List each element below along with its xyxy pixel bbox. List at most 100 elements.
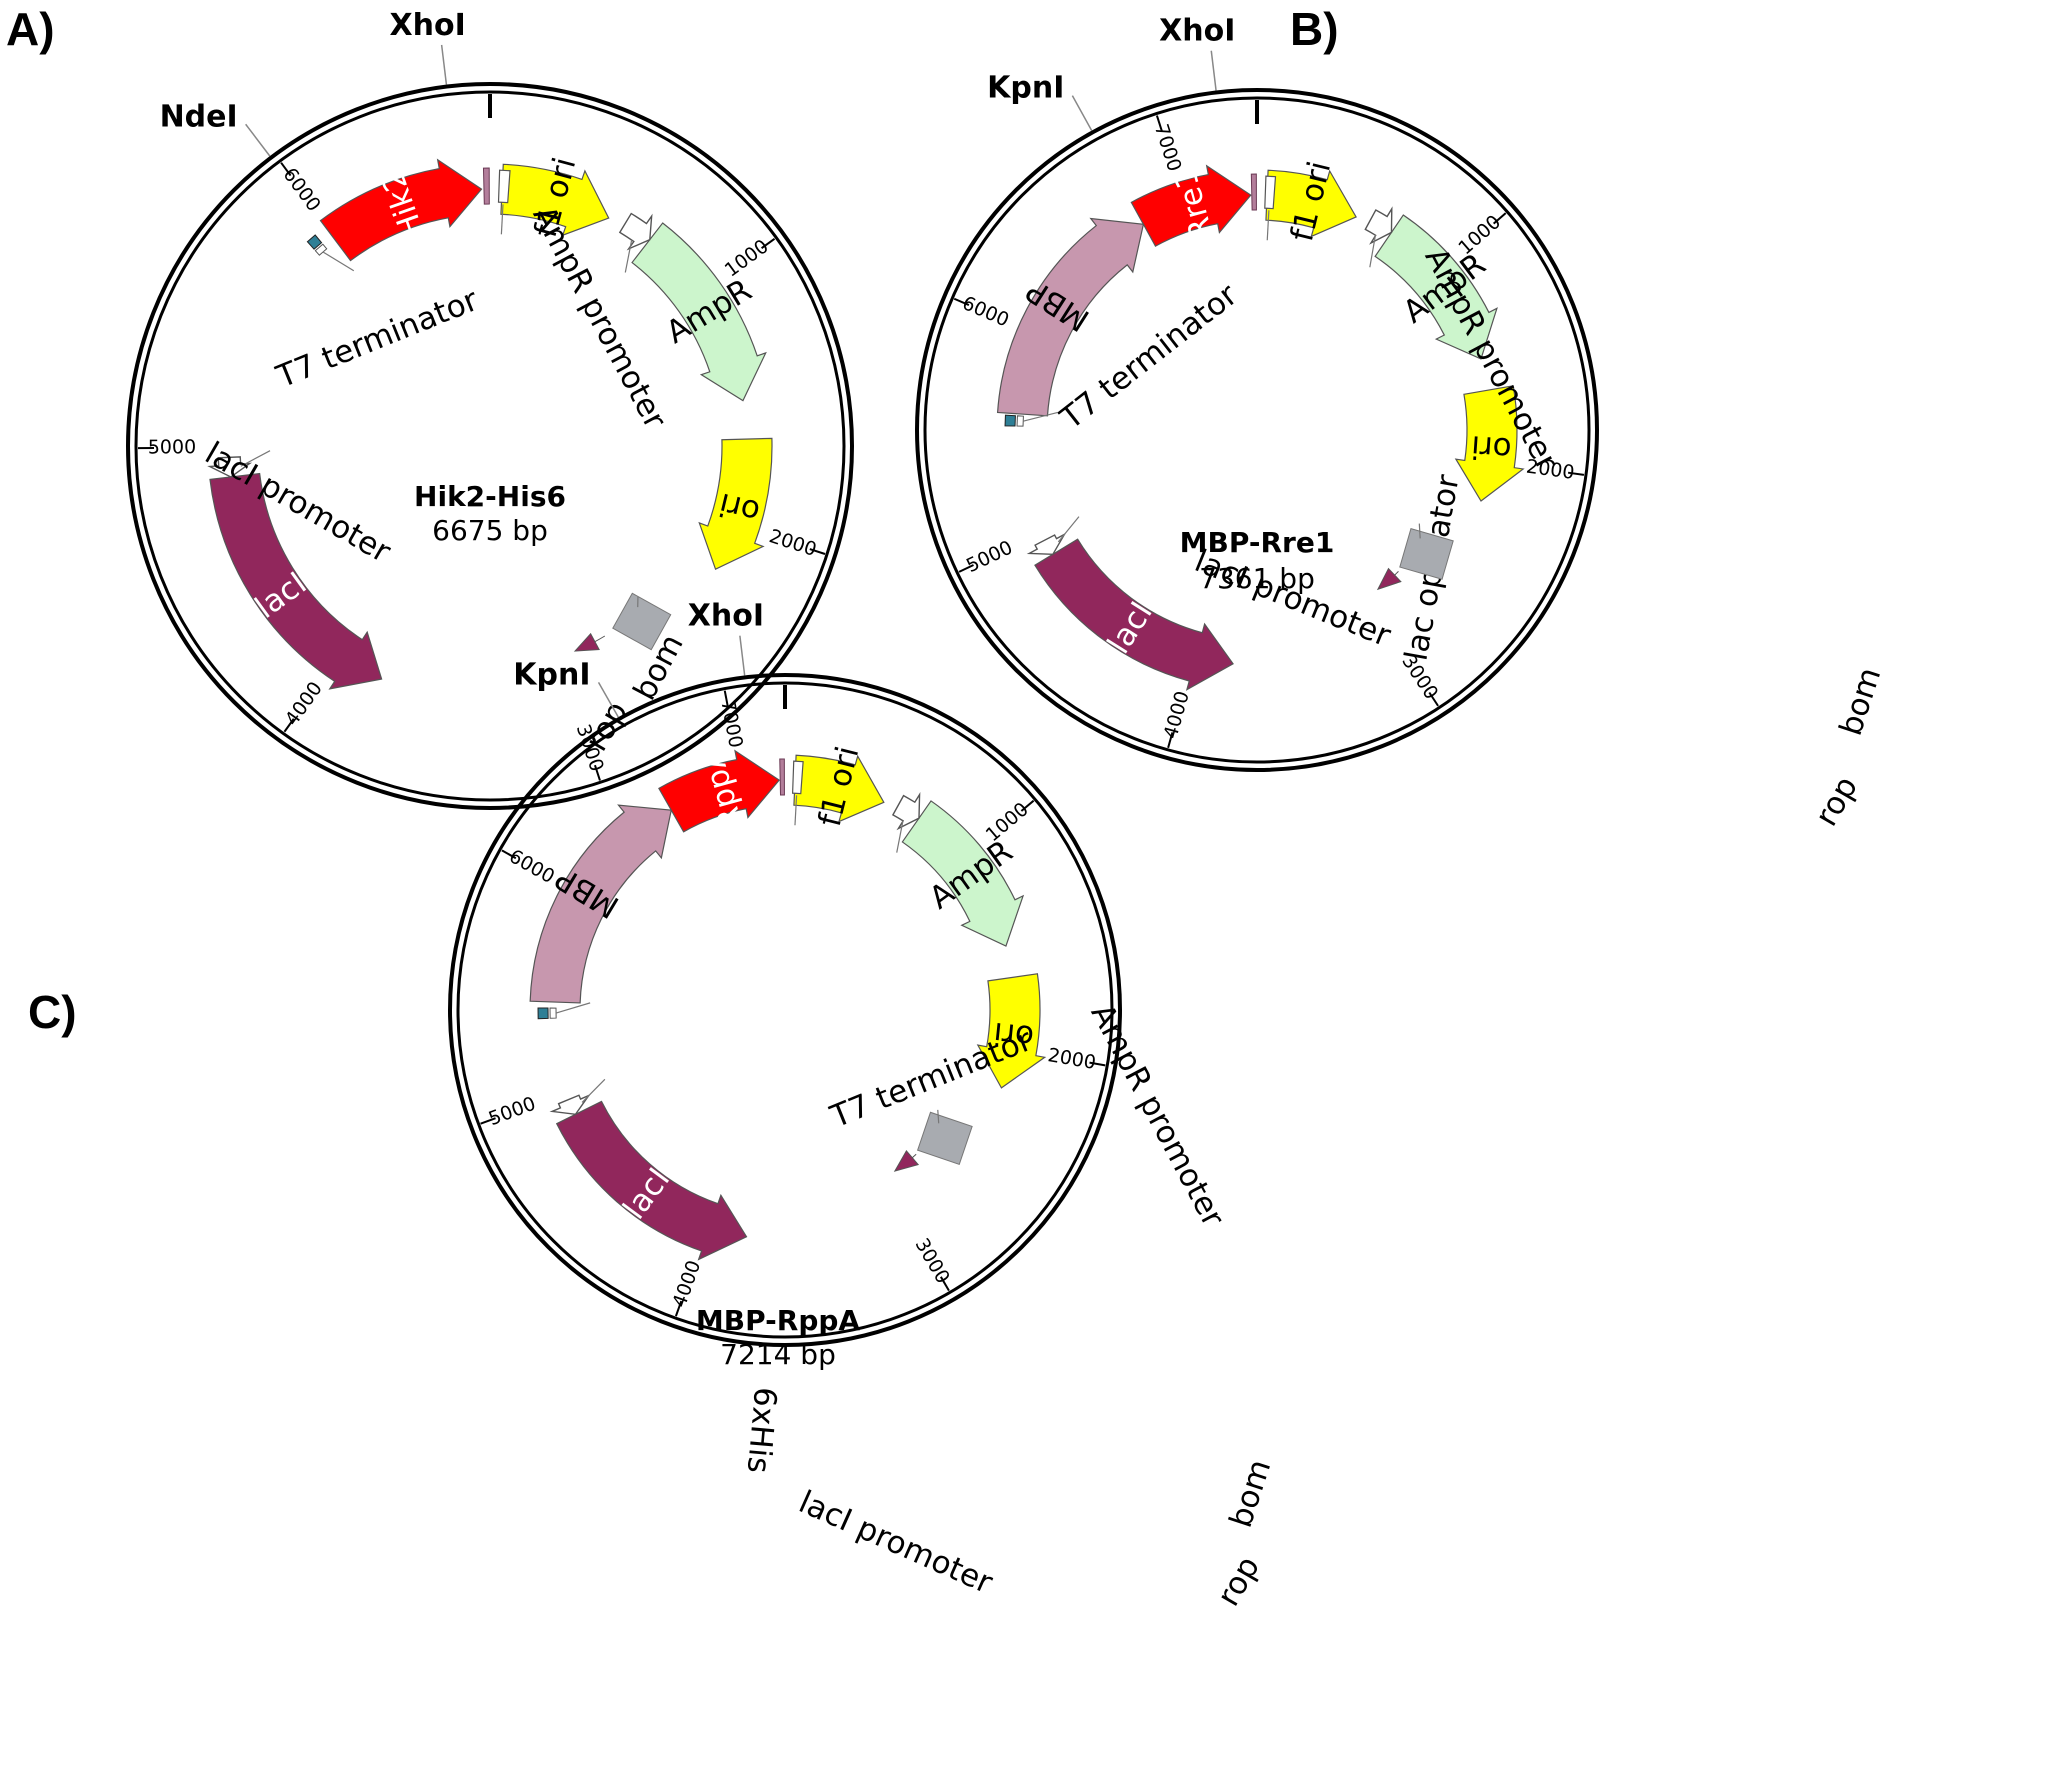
backbone-outer-ring: [448, 673, 1122, 1347]
bp-tick: [723, 690, 729, 707]
tag-mark: [537, 1007, 549, 1020]
bp-tick: [1567, 471, 1585, 476]
feature-laci: lacI: [555, 1100, 748, 1261]
leader-line: [500, 204, 504, 235]
bp-tick-label: 1000: [721, 235, 773, 281]
feature-arrow: [209, 472, 383, 690]
restriction-site-label: XhoI: [1159, 14, 1235, 49]
terminator-mark: [779, 758, 785, 796]
terminator-box: [497, 169, 511, 204]
backbone-inner-ring: [134, 90, 846, 802]
leader-line: [555, 1002, 591, 1014]
tag-box: [314, 243, 328, 256]
leader-line: [794, 795, 798, 826]
feature-arrow: [658, 749, 781, 833]
feature-arrow: [631, 222, 767, 402]
rop-arrow: [573, 632, 606, 652]
feature-bom: bom: [1399, 523, 1888, 740]
terminator-mark: [1250, 173, 1257, 211]
feature-callout-label: T7 terminator: [271, 282, 483, 396]
leader-line: [1418, 523, 1421, 539]
plasmid-name: Hik2-His6: [414, 480, 566, 513]
feature-ori: ori: [1454, 385, 1525, 502]
panel-label: A): [6, 3, 55, 55]
bp-tick: [674, 1300, 683, 1317]
tag-mark: [306, 234, 323, 250]
site-leader-line: [597, 681, 619, 718]
leader-line: [896, 820, 904, 853]
feature-arrow: [1130, 164, 1252, 247]
bp-tick-label: 5000: [148, 436, 196, 458]
panel-c: C) 1000200030004000500060007000RppAMBPf1…: [28, 599, 1278, 1613]
leader-line: [1023, 411, 1058, 422]
bp-tick-label: 5000: [963, 537, 1016, 578]
leader-line: [240, 450, 271, 467]
feature-arrow: [529, 804, 672, 1004]
bp-tick-label: 6000: [278, 164, 324, 216]
feature-callout-label: lacI promoter: [794, 1484, 998, 1601]
feature-callout-label: 6xHis: [740, 1386, 783, 1475]
bp-tick: [1492, 212, 1507, 225]
panel-label: C): [28, 986, 77, 1038]
feature-callout-label: rop: [1210, 1550, 1267, 1612]
bp-tick: [280, 162, 292, 177]
feature-arrow: [1374, 214, 1498, 360]
bp-tick: [1167, 732, 1174, 749]
feature-arrow: [698, 437, 773, 571]
leader-line: [937, 1109, 940, 1124]
restriction-site-label: XhoI: [390, 8, 466, 43]
bp-tick: [939, 1276, 950, 1292]
feature-f1-ori: f1 ori: [1265, 158, 1357, 245]
feature-ori: ori: [698, 437, 773, 571]
site-leader-line: [245, 123, 271, 157]
bp-tick-label: 5000: [486, 1093, 539, 1131]
feature-rppa: RppA: [658, 744, 781, 833]
bp-tick: [761, 237, 776, 249]
plasmid-name: MBP-RppA: [696, 1304, 861, 1337]
leader-line: [1266, 210, 1270, 241]
rop-arrow: [893, 1150, 920, 1172]
bp-tick: [1428, 691, 1439, 707]
bp-tick-label: 4000: [281, 678, 327, 730]
bp-tick: [958, 564, 974, 573]
panel-b: B) 1000200030004000500060007000Rre1MBPf1…: [915, 3, 1888, 832]
feature-callout-label: rop: [1808, 770, 1865, 832]
site-leader-line: [739, 635, 746, 676]
tag-box: [549, 1007, 557, 1019]
bom-box: [612, 592, 672, 651]
feature-callout-label: lacI promoter: [1190, 543, 1396, 654]
bp-tick: [501, 849, 517, 860]
terminator-mark: [482, 167, 490, 205]
feature-arrow: [1265, 169, 1357, 238]
site-leader-line: [440, 44, 448, 85]
bp-tick-label: 3000: [911, 1235, 954, 1288]
bp-tick-label: 7000: [1150, 121, 1186, 174]
feature-arrow: [1454, 385, 1525, 502]
plasmid-size: 7361 bp: [1199, 562, 1315, 595]
rop-arrow: [1376, 567, 1402, 591]
bp-tick: [809, 548, 826, 555]
bp-tick: [480, 1117, 496, 1125]
leader-line: [1369, 235, 1377, 268]
feature-label: ori: [1470, 428, 1513, 467]
bp-tick: [1089, 1061, 1106, 1067]
restriction-site-label: XhoI: [688, 599, 764, 634]
bp-tick: [953, 297, 970, 307]
backbone-inner-ring: [456, 681, 1114, 1339]
promoter-arrow: [549, 1093, 591, 1116]
bom-box: [916, 1111, 973, 1165]
feature-ampr: AmpR: [1374, 214, 1498, 360]
promoter-arrow: [618, 212, 653, 251]
bp-tick-label: 2000: [766, 525, 819, 561]
feature-rre1: Rre1: [1130, 164, 1252, 247]
feature-6xhis: [306, 234, 355, 272]
feature-f1-ori: f1 ori: [500, 154, 610, 241]
feature-arrow: [996, 217, 1145, 417]
feature-6xhis: 6xHis: [537, 1002, 783, 1475]
feature-arrow: [793, 754, 885, 823]
feature-ampr: AmpR: [631, 222, 767, 402]
feature-hik2: Hik2: [319, 158, 483, 262]
feature-arrow: [319, 158, 483, 262]
feature-ori: ori: [976, 973, 1047, 1089]
feature-callout-label: AmpR promoter: [526, 200, 674, 435]
